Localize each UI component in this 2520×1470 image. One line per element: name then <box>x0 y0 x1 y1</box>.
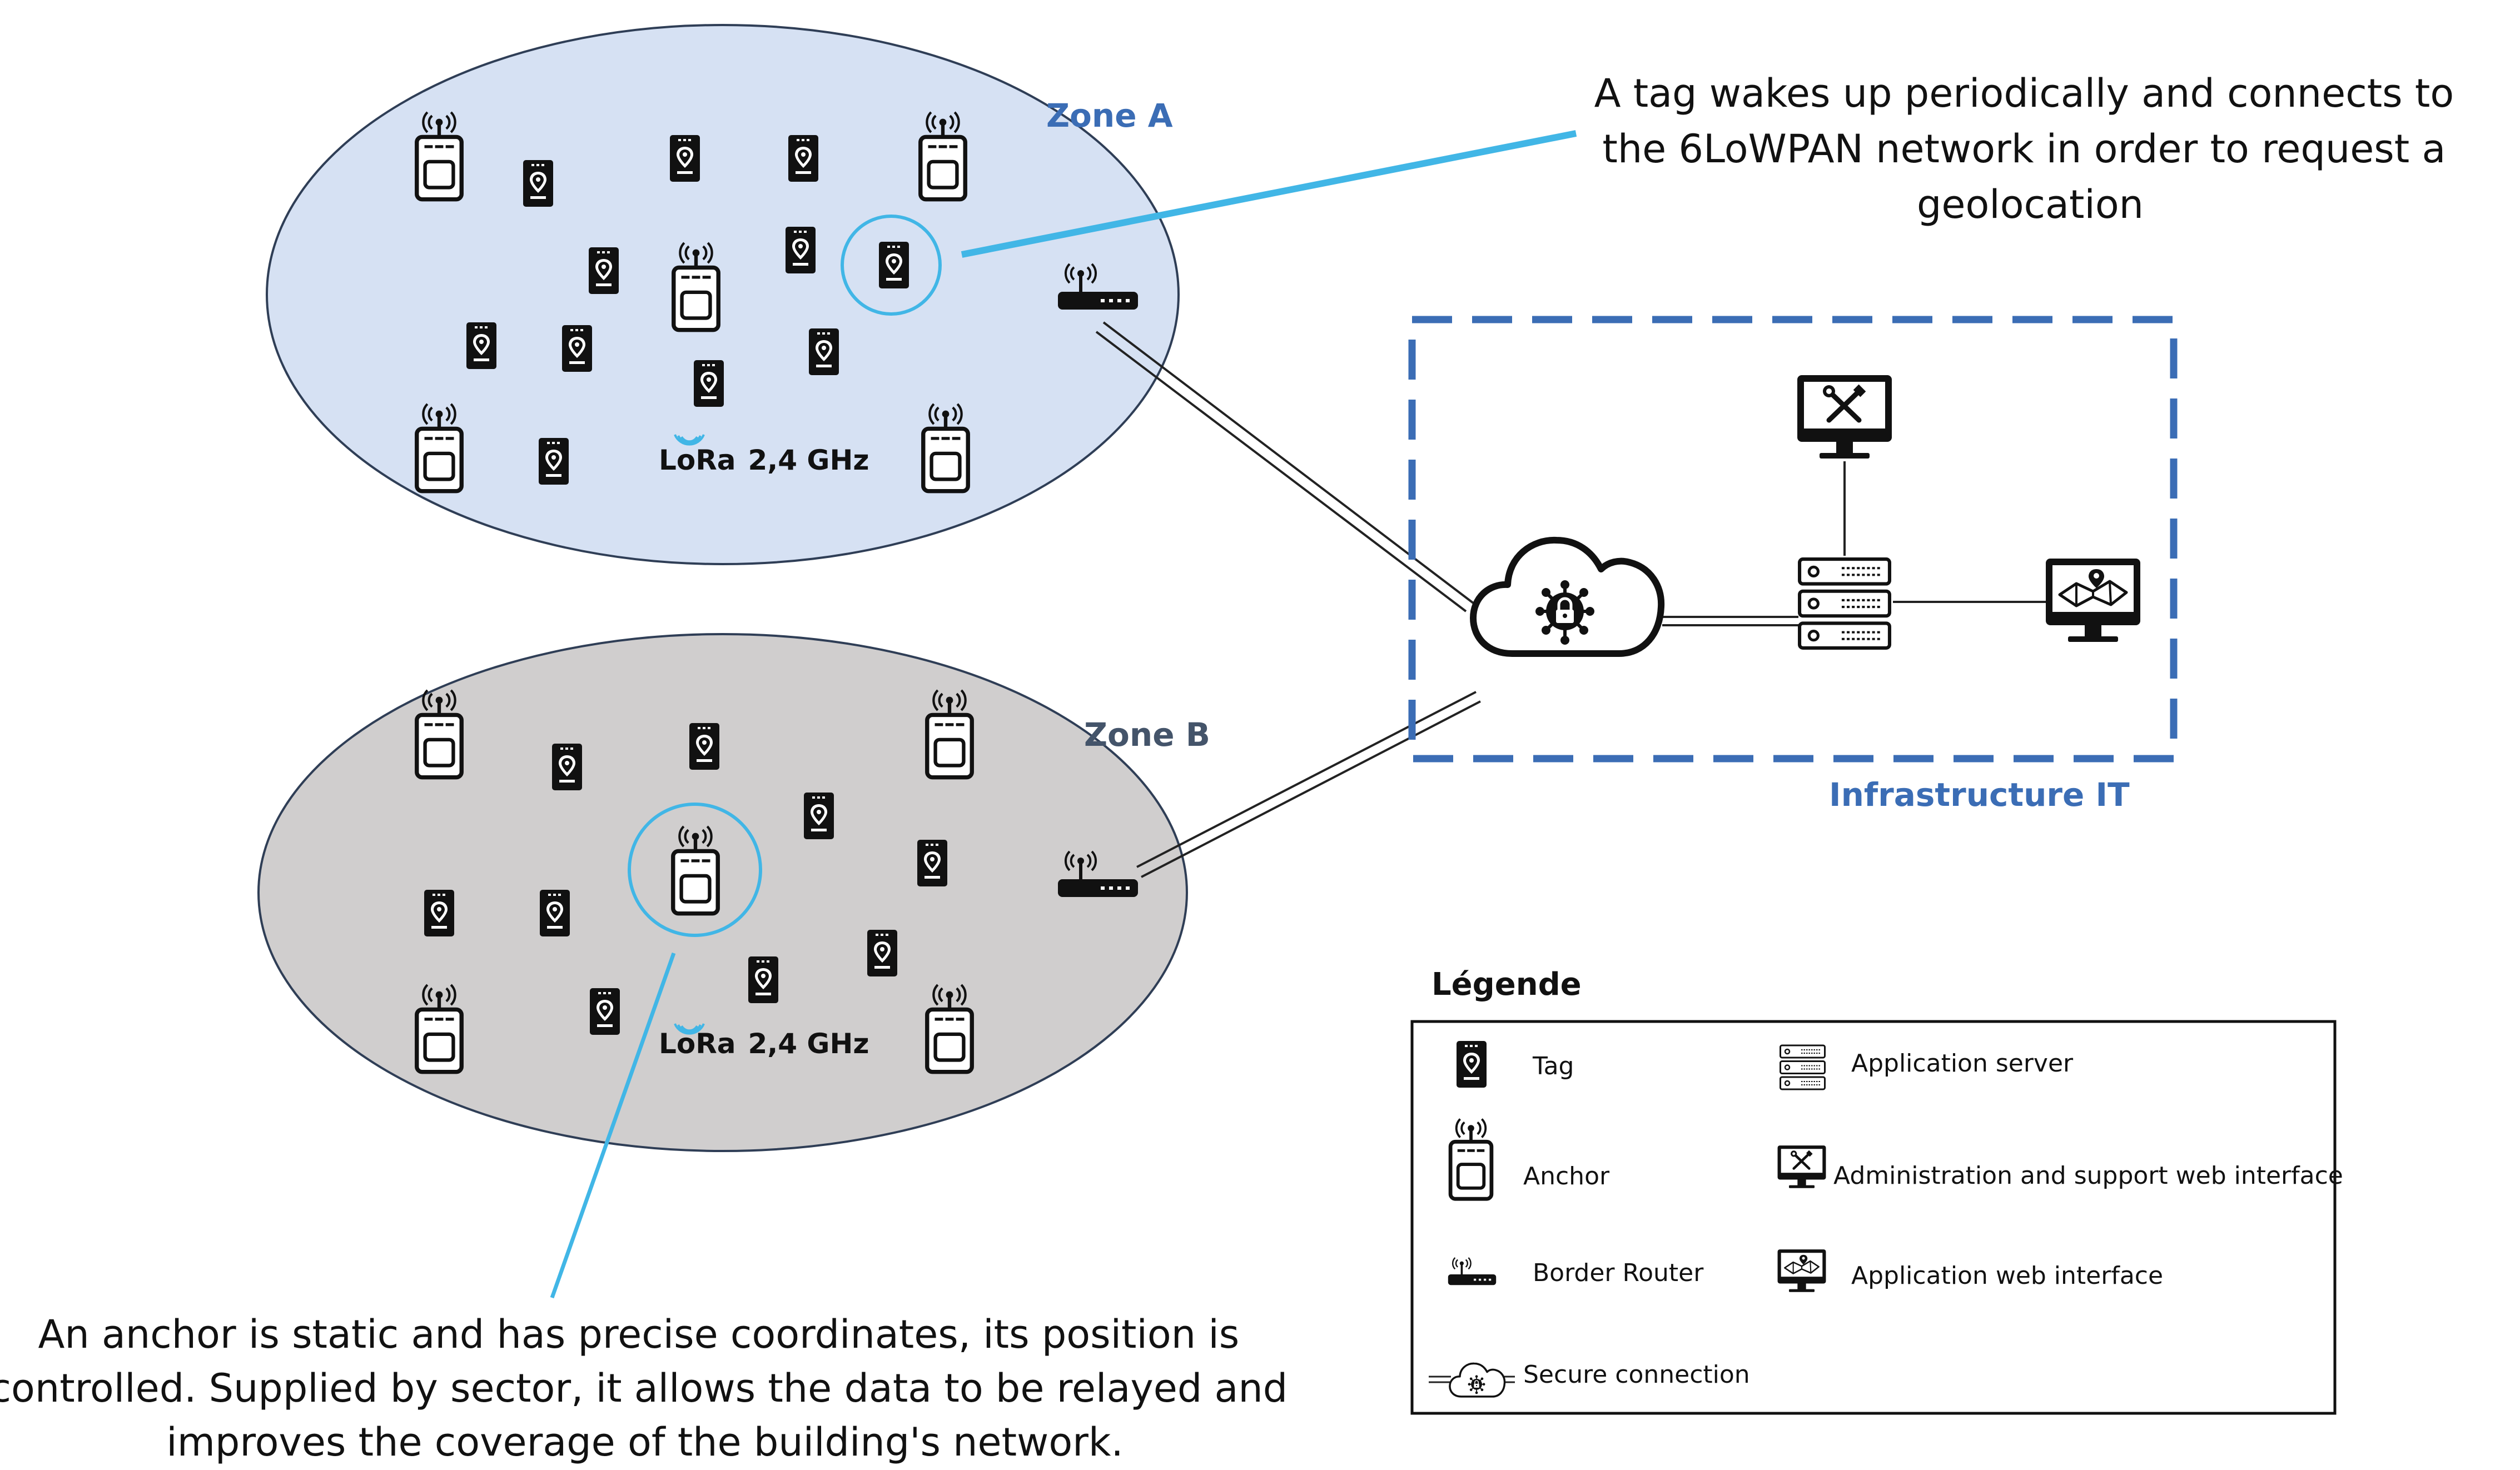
tag-icon <box>590 988 620 1035</box>
tag-icon <box>540 890 570 936</box>
tag-icon <box>804 793 834 839</box>
anchor-callout-text: An anchor is static and has precise coor… <box>0 1312 1300 1465</box>
legend-box <box>1410 1020 2337 1415</box>
legend-application-server-icon <box>1780 1044 1826 1090</box>
highlighted-tag-ring <box>841 215 942 316</box>
tag-icon <box>552 744 582 790</box>
secure-link-zone-b <box>1136 691 1481 878</box>
zone-b-area <box>257 633 1188 1152</box>
anchor-icon <box>417 112 461 200</box>
legend-secure-connection-icon <box>1429 1362 1515 1398</box>
zone-b-devices <box>417 690 1138 1072</box>
legend-title: Légende <box>1432 966 1582 1003</box>
anchor-icon <box>673 826 718 914</box>
tag-icon <box>867 930 897 976</box>
tag-icon <box>879 242 909 288</box>
tag-icon <box>562 325 592 372</box>
anchor-icon <box>417 690 461 778</box>
secure-cloud-icon <box>1473 540 1661 654</box>
legend-application-interface-label: Application web interface <box>1851 1262 2163 1290</box>
legend-anchor-icon <box>1450 1119 1492 1199</box>
anchor-icon <box>927 690 972 778</box>
legend-application-server-label: Application server <box>1851 1049 2074 1078</box>
anchor-icon <box>674 243 718 330</box>
tag-callout-text: A tag wakes up periodically and connects… <box>1594 71 2467 227</box>
legend-items: Tag Anchor Border Router Secure connecti… <box>1429 1041 2343 1398</box>
tag-icon <box>788 135 818 182</box>
anchor-icon <box>417 985 461 1072</box>
highlighted-anchor-ring <box>628 803 762 937</box>
anchor-icon <box>923 404 968 491</box>
legend-border-router-label: Border Router <box>1533 1259 1704 1287</box>
lora-band: 2,4 GHz <box>748 1028 869 1060</box>
application-server-icon <box>1800 559 1890 648</box>
zone-a-label: Zone A <box>1046 97 1173 134</box>
zone-b-label: Zone B <box>1084 716 1210 754</box>
application-interface-icon <box>2046 559 2140 642</box>
tag-icon <box>670 135 700 182</box>
zone-a-area <box>266 24 1180 565</box>
tag-icon <box>694 360 724 407</box>
anchor-icon <box>927 985 972 1072</box>
tag-icon <box>917 840 947 886</box>
tag-icon <box>786 227 816 273</box>
infrastructure-box <box>1408 316 2178 763</box>
tag-icon <box>466 322 496 369</box>
legend-admin-interface-label: Administration and support web interface <box>1833 1162 2343 1190</box>
tag-callout-line <box>961 130 1577 258</box>
lora-badge-zone-a: LoRa 2,4 GHz <box>659 433 869 476</box>
lora-brand: LoRa <box>659 444 735 476</box>
tag-icon <box>424 890 454 936</box>
lora-badge-zone-b: LoRa 2,4 GHz <box>659 1023 869 1060</box>
anchor-icon <box>417 404 461 491</box>
tag-icon <box>523 160 553 207</box>
legend-secure-connection-label: Secure connection <box>1523 1361 1750 1389</box>
anchor-icon <box>921 112 965 200</box>
infra-links <box>1662 461 2046 626</box>
tag-icon <box>689 723 719 770</box>
legend-tag-icon <box>1457 1041 1487 1088</box>
anchor-callout-line <box>550 952 676 1299</box>
tag-icon <box>809 328 839 375</box>
lora-band: 2,4 GHz <box>748 444 869 476</box>
legend-anchor-label: Anchor <box>1523 1162 1610 1190</box>
zone-a-devices <box>417 112 1138 491</box>
tag-icon <box>589 247 619 294</box>
infrastructure-label: Infrastructure IT <box>1829 776 2130 814</box>
lora-brand: LoRa <box>659 1028 735 1060</box>
legend-tag-label: Tag <box>1532 1052 1574 1080</box>
admin-interface-icon <box>1797 375 1892 459</box>
tag-icon <box>539 438 569 485</box>
tag-icon <box>748 956 778 1003</box>
